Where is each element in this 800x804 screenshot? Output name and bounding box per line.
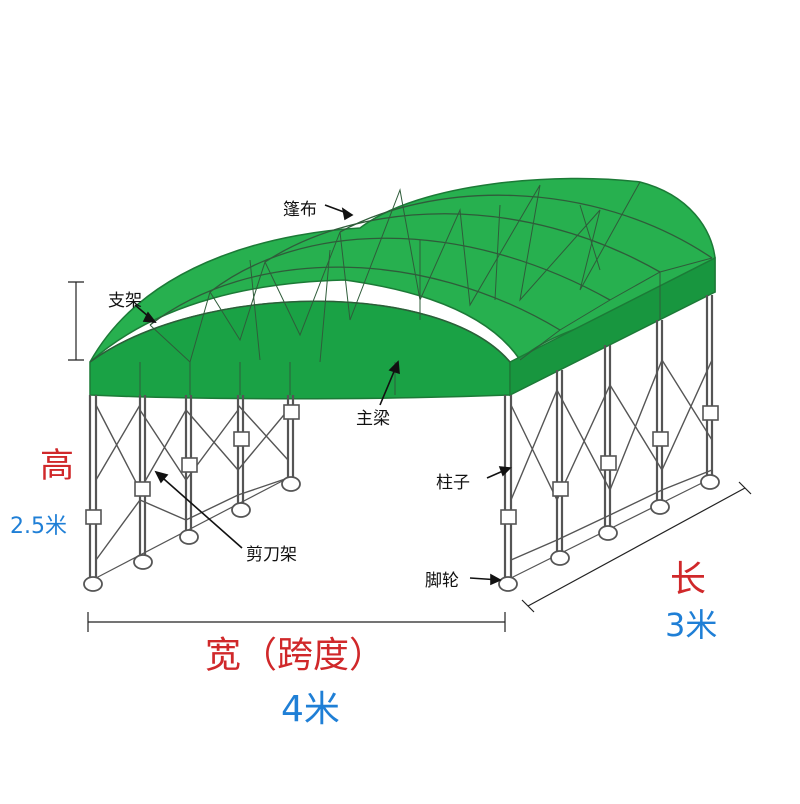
label-caster: 脚轮 — [425, 571, 459, 591]
length-dim-line — [521, 481, 752, 613]
label-column: 柱子 — [436, 473, 470, 493]
column — [138, 395, 147, 560]
width-label: 宽（跨度） — [205, 635, 386, 676]
canopy-side — [509, 256, 716, 397]
canopy — [89, 177, 716, 400]
label-canopy: 篷布 — [283, 200, 317, 220]
frame — [83, 295, 720, 592]
width-dim-line — [87, 612, 506, 632]
column — [705, 295, 714, 480]
dimension-lines — [68, 281, 752, 632]
scissor — [510, 358, 713, 561]
column — [503, 395, 513, 580]
height-dim-line — [68, 281, 84, 361]
height-value: 2.5米 — [10, 514, 67, 539]
column — [236, 395, 245, 508]
caster — [83, 474, 720, 592]
column — [603, 345, 612, 530]
label-bracket: 支架 — [108, 291, 142, 311]
height-label: 高 — [40, 446, 74, 486]
length-value: 3米 — [665, 606, 718, 644]
width-value: 4米 — [281, 689, 340, 730]
label-main-beam: 主梁 — [356, 409, 390, 429]
callout-arrows — [134, 204, 512, 586]
column — [655, 320, 664, 505]
column — [88, 395, 98, 580]
length-label: 长 — [670, 559, 707, 600]
label-scissor: 剪刀架 — [246, 545, 297, 565]
